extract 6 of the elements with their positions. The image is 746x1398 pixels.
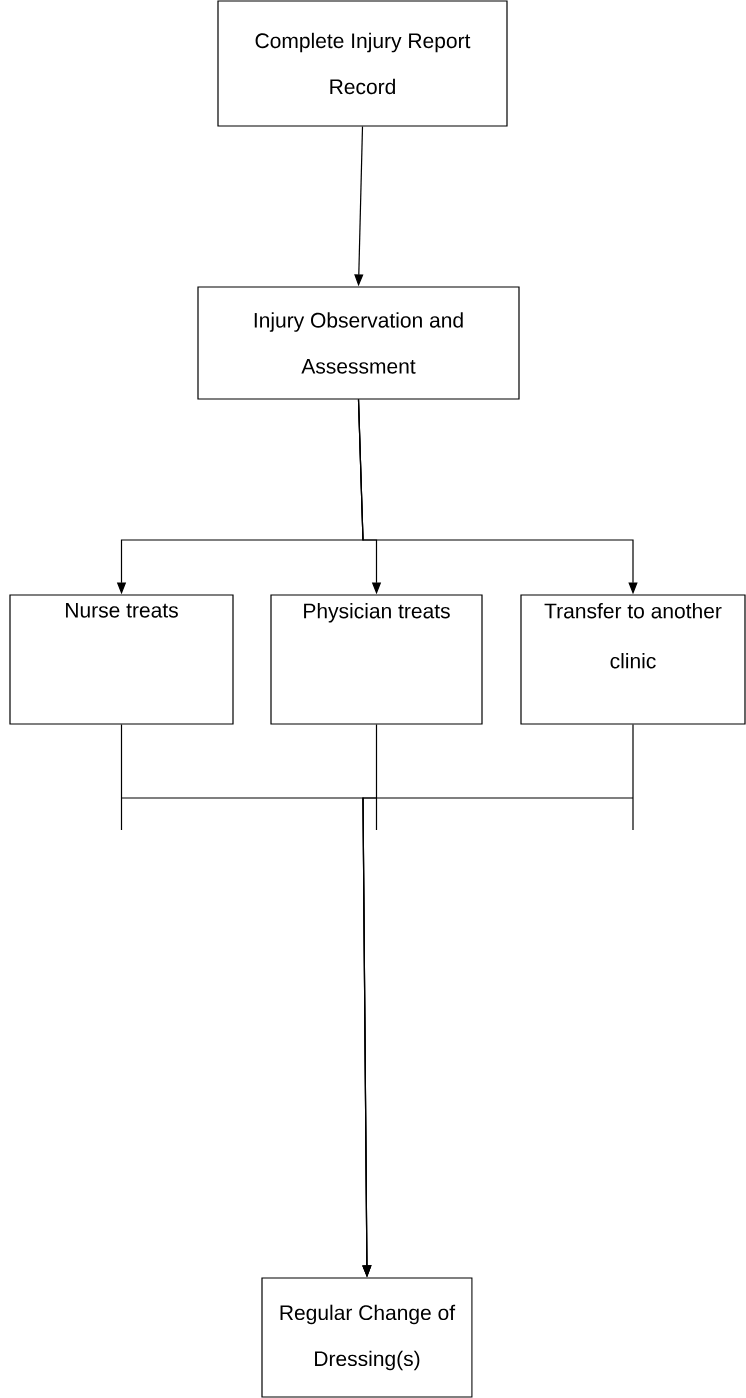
process-box: Injury Observation and Assessment [197, 286, 520, 400]
process-box: Physician treats [270, 594, 483, 725]
process-box: Transfer to another clinic [520, 594, 746, 725]
process-box: Complete Injury Report Record [217, 0, 508, 127]
process-box: Regular Change of Dressing(s) [261, 1277, 473, 1398]
process-box: Nurse treats [9, 594, 234, 725]
